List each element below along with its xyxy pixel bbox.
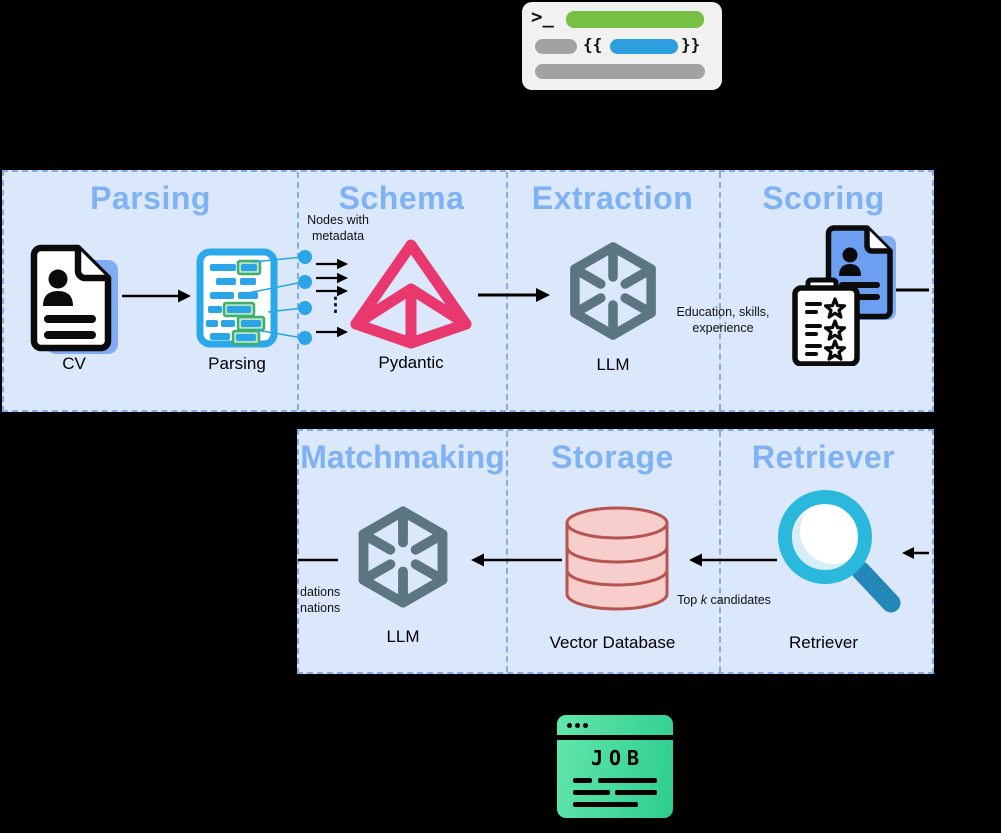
clipped-recommendations-text: dations nations — [300, 585, 341, 615]
job-title-text: JOB — [590, 746, 646, 770]
panel-title-schema: Schema — [338, 180, 465, 216]
pipeline-bottom-band: Matchmaking Storage Retriever dations na… — [297, 429, 934, 674]
gray-pill-small — [535, 39, 577, 54]
text-bar — [573, 778, 592, 783]
cv-document-icon — [30, 244, 118, 354]
pydantic-logo — [350, 239, 472, 349]
text-bar — [615, 790, 657, 795]
window-dot — [575, 723, 580, 728]
magnifying-glass-icon — [778, 490, 901, 613]
vector-database-label: Vector Database — [549, 633, 676, 652]
database-cylinder-icon — [565, 506, 669, 611]
prompt-template-icon: >_ {{ }} — [522, 2, 722, 90]
llm-label-extraction: LLM — [596, 355, 630, 374]
retriever-label: Retriever — [789, 633, 858, 652]
window-dot — [567, 723, 572, 728]
panel-title-scoring: Scoring — [762, 180, 885, 216]
panel-divider — [506, 172, 508, 410]
panel-divider — [506, 431, 508, 672]
green-pill — [566, 11, 704, 28]
panel-divider — [719, 172, 721, 410]
parsed-document-icon — [196, 248, 278, 348]
window-divider — [557, 735, 673, 740]
vertical-ellipsis: ⋮ — [326, 295, 345, 316]
parser-label: Parsing — [208, 354, 266, 373]
job-posting-window-icon: JOB — [557, 715, 673, 818]
llm-label-matchmaking: LLM — [386, 627, 420, 646]
scored-cv-clipboard-icon — [792, 225, 896, 366]
top-k-note: Top k candidates — [668, 576, 780, 608]
blue-pill — [610, 39, 678, 54]
top-k-pre: Top — [677, 593, 701, 607]
panel-title-retriever: Retriever — [751, 439, 896, 475]
text-bar — [573, 790, 610, 795]
pipeline-top-band: Parsing Schema Extraction Scoring CV — [2, 170, 934, 412]
panel-title-parsing: Parsing — [90, 180, 211, 216]
panel-title-extraction: Extraction — [531, 180, 694, 216]
text-bar — [573, 802, 638, 807]
pydantic-label: Pydantic — [378, 353, 444, 372]
text-bar — [598, 778, 657, 783]
openai-logo-extraction — [570, 242, 656, 340]
panel-title-matchmaking: Matchmaking — [300, 439, 505, 475]
openai-logo-matchmaking — [358, 506, 448, 608]
panel-divider — [719, 431, 721, 672]
cv-label: CV — [62, 354, 86, 373]
top-k-var: k — [700, 593, 707, 607]
top-k-post: candidates — [706, 593, 771, 607]
window-dot — [583, 723, 588, 728]
extracted-fields-note: Education, skills, experience — [676, 305, 770, 335]
gray-pill-long — [535, 64, 705, 79]
panel-title-storage: Storage — [551, 439, 674, 475]
terminal-prompt-glyph: >_ — [531, 6, 554, 28]
close-braces-glyph: }} — [681, 35, 701, 54]
nodes-metadata-note: Nodes with metadata — [307, 213, 369, 243]
open-braces-glyph: {{ — [583, 35, 603, 54]
